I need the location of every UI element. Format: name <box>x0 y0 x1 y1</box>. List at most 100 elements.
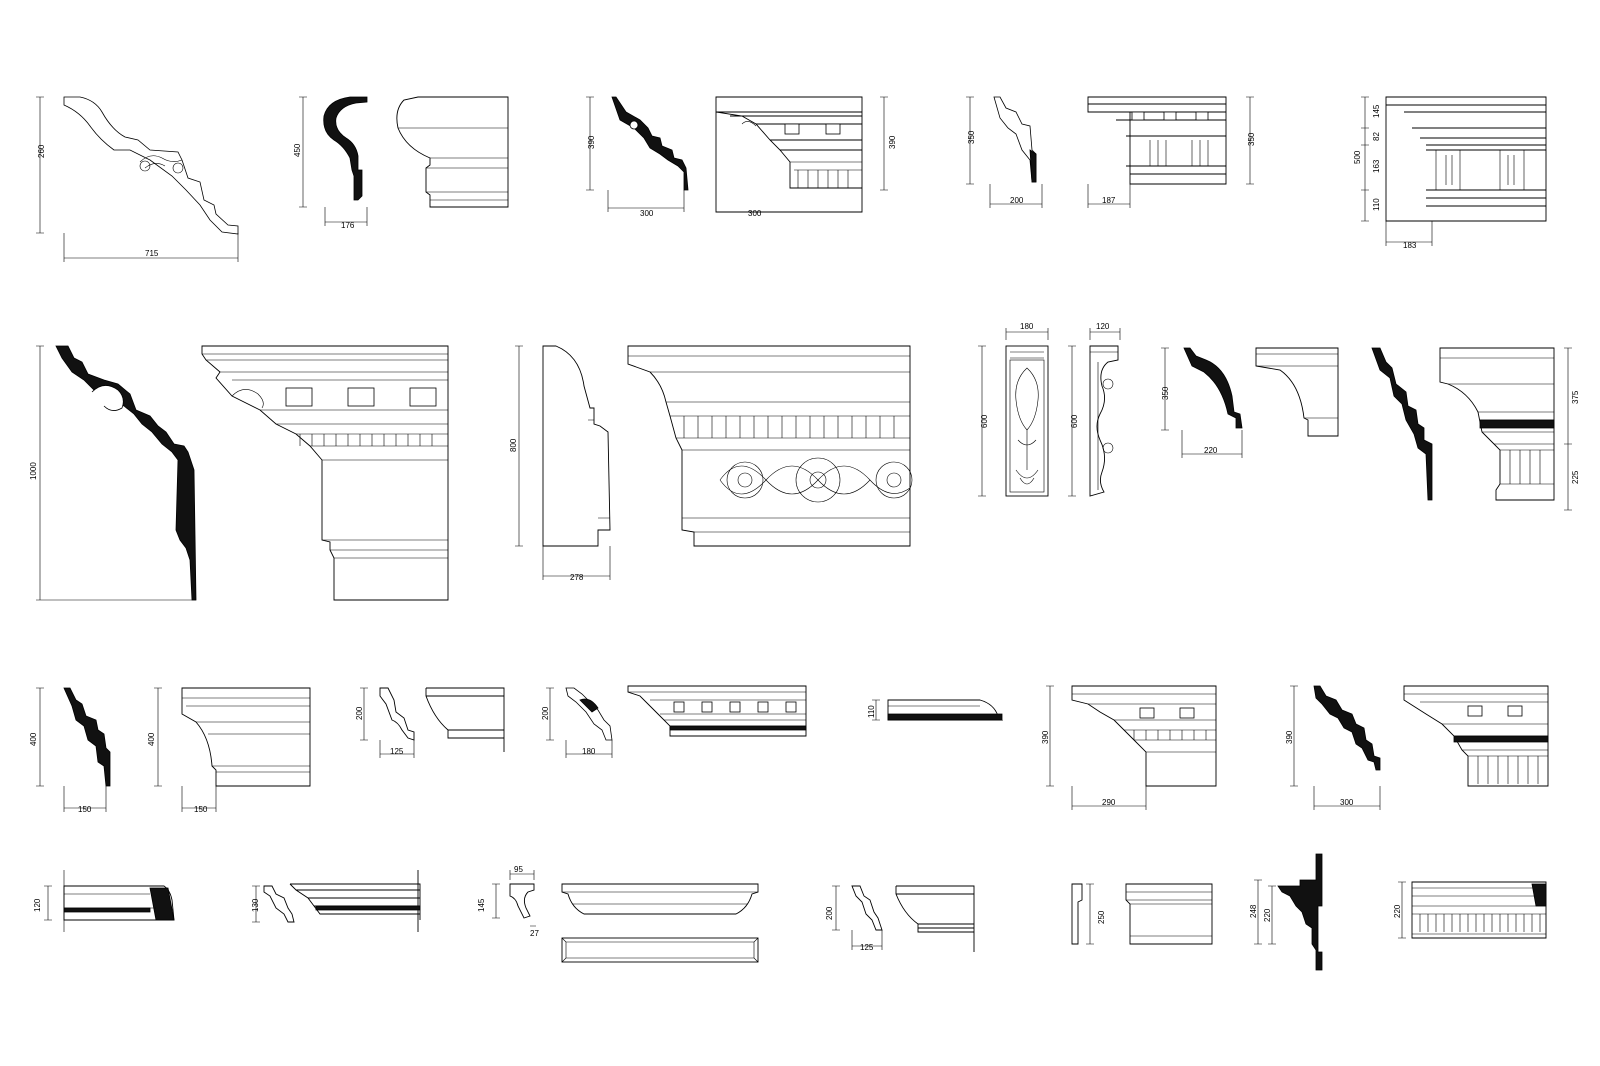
dimension-lines-cornice-10 <box>36 687 107 812</box>
dim-label-47: 27 <box>530 929 539 938</box>
dim-label-48: 200 <box>825 906 834 920</box>
dim-label-40: 290 <box>1102 798 1116 807</box>
drawing-cornice-9-profile <box>1371 347 1433 501</box>
drawing-cornice-15-profile <box>1313 685 1381 771</box>
dim-label-30: 400 <box>29 732 38 746</box>
drawing-cornice-6-profile <box>55 345 197 601</box>
drawing-cornice-10-profile <box>63 687 111 787</box>
drawing-cornice-3-profile <box>611 96 689 191</box>
dim-label-17: 110 <box>1372 198 1381 211</box>
dim-label-51: 248 <box>1249 904 1258 918</box>
dimension-lines-cornice-8 <box>1161 347 1243 458</box>
drawing-cornice-22-elevation <box>1411 881 1547 939</box>
dim-label-50: 250 <box>1097 910 1106 924</box>
dimension-lines-bracket-side <box>1068 328 1121 497</box>
dimension-lines-cornice-2 <box>299 96 368 226</box>
dim-label-13: 500 <box>1353 150 1362 164</box>
dimension-lines-cornice-20 <box>1086 883 1094 945</box>
dimension-lines-cornice-9 <box>1564 347 1572 511</box>
drawing-cornice-21-profile <box>1277 853 1323 971</box>
dim-label-21: 278 <box>570 573 584 582</box>
dim-label-10: 200 <box>1010 196 1024 205</box>
dim-label-39: 390 <box>1041 730 1050 744</box>
dim-label-26: 350 <box>1161 386 1170 400</box>
dim-label-15: 82 <box>1372 132 1381 141</box>
dim-label-31: 150 <box>78 805 92 814</box>
dimension-lines-cornice-14 <box>1046 685 1147 810</box>
drawing-cornice-15-elevation <box>1403 685 1549 787</box>
dim-label-29: 225 <box>1571 470 1580 484</box>
drawing-cornice-8-elevation <box>1255 347 1339 437</box>
dim-label-45: 95 <box>514 865 523 874</box>
dimension-lines-cornice-16 <box>44 870 65 932</box>
dim-label-34: 200 <box>355 706 364 720</box>
drawing-cornice-4-elevation <box>1087 96 1227 185</box>
dim-label-19: 1000 <box>29 462 38 480</box>
drawing-cornice-10-elevation <box>181 687 311 787</box>
dimension-lines-cornice-22 <box>1398 881 1406 939</box>
drawing-cornice-5-elevation <box>1385 96 1547 222</box>
drawing-cornice-19-profile <box>851 885 883 931</box>
dimension-lines-cornice-5 <box>1361 96 1433 246</box>
drawing-cornice-11-elevation <box>425 687 505 752</box>
drawing-cornice-19-elevation <box>895 885 975 952</box>
dim-label-28: 375 <box>1571 390 1580 404</box>
dimension-lines-cornice-19 <box>832 885 883 950</box>
dim-label-33: 150 <box>194 805 208 814</box>
dim-label-12: 350 <box>1247 132 1256 146</box>
dim-label-6: 300 <box>640 209 654 218</box>
drawing-cornice-11-profile <box>379 687 415 741</box>
dim-label-3: 450 <box>293 143 302 157</box>
drawing-cornice-16-profile <box>63 885 175 921</box>
dimension-lines-cornice-15 <box>1290 685 1381 810</box>
dim-label-38: 110 <box>867 705 876 718</box>
dim-label-11: 187 <box>1102 196 1116 205</box>
dim-label-41: 390 <box>1285 730 1294 744</box>
dim-label-9: 350 <box>967 130 976 144</box>
dimension-lines-cornice-21 <box>1254 879 1276 945</box>
dim-label-25: 600 <box>1070 414 1079 428</box>
drawing-cornice-20-elevation <box>1125 883 1213 945</box>
dim-label-14: 145 <box>1372 104 1381 118</box>
dimension-lines-cornice-3-elev <box>716 96 888 213</box>
dim-label-43: 120 <box>33 898 42 912</box>
dim-label-5: 390 <box>587 135 596 149</box>
dimension-lines-cornice-1 <box>36 96 239 262</box>
drawing-cornice-4-profile <box>993 96 1037 183</box>
dim-label-46: 145 <box>477 898 486 912</box>
drawing-cornice-1-profile <box>63 96 239 235</box>
dim-label-16: 163 <box>1372 159 1381 173</box>
drawing-cornice-2-elevation <box>396 96 509 208</box>
drawing-cornice-20-profile <box>1071 883 1083 945</box>
drawing-cornice-6-elevation <box>201 345 449 601</box>
dim-label-20: 800 <box>509 438 518 452</box>
dim-label-8: 390 <box>888 135 897 149</box>
dim-label-36: 200 <box>541 706 550 720</box>
drawing-cornice-3-elevation <box>715 96 863 213</box>
dim-label-22: 180 <box>1020 322 1034 331</box>
dim-label-37: 180 <box>582 747 596 756</box>
drawing-cornice-12-profile <box>565 687 613 741</box>
dim-label-44: 130 <box>251 898 260 912</box>
dimension-lines-cornice-7 <box>515 345 611 580</box>
dimension-lines-cornice-10-elev <box>154 687 217 812</box>
dimension-lines-cornice-4 <box>966 96 1043 208</box>
dim-label-52: 220 <box>1263 908 1272 922</box>
dim-label-1: 715 <box>145 249 159 258</box>
dimension-lines-cornice-11 <box>360 687 415 758</box>
drawing-cornice-14-elevation <box>1071 685 1217 787</box>
dim-label-53: 220 <box>1393 904 1402 918</box>
dim-label-23: 600 <box>980 414 989 428</box>
drawing-cornice-7-elevation <box>627 345 913 547</box>
drawing-cornice-2-profile <box>323 96 368 201</box>
dim-label-7: 300 <box>748 209 762 218</box>
dimension-lines-cornice-6 <box>36 345 196 601</box>
drawing-cornice-13-profile <box>887 699 1004 721</box>
dim-label-49: 125 <box>860 943 874 952</box>
dimension-lines-cornice-13 <box>872 699 880 721</box>
dim-label-2: 260 <box>37 144 46 158</box>
drawing-cornice-9-elevation <box>1439 347 1555 501</box>
dim-label-4: 176 <box>341 221 355 230</box>
drawing-bracket-front <box>1005 345 1049 497</box>
